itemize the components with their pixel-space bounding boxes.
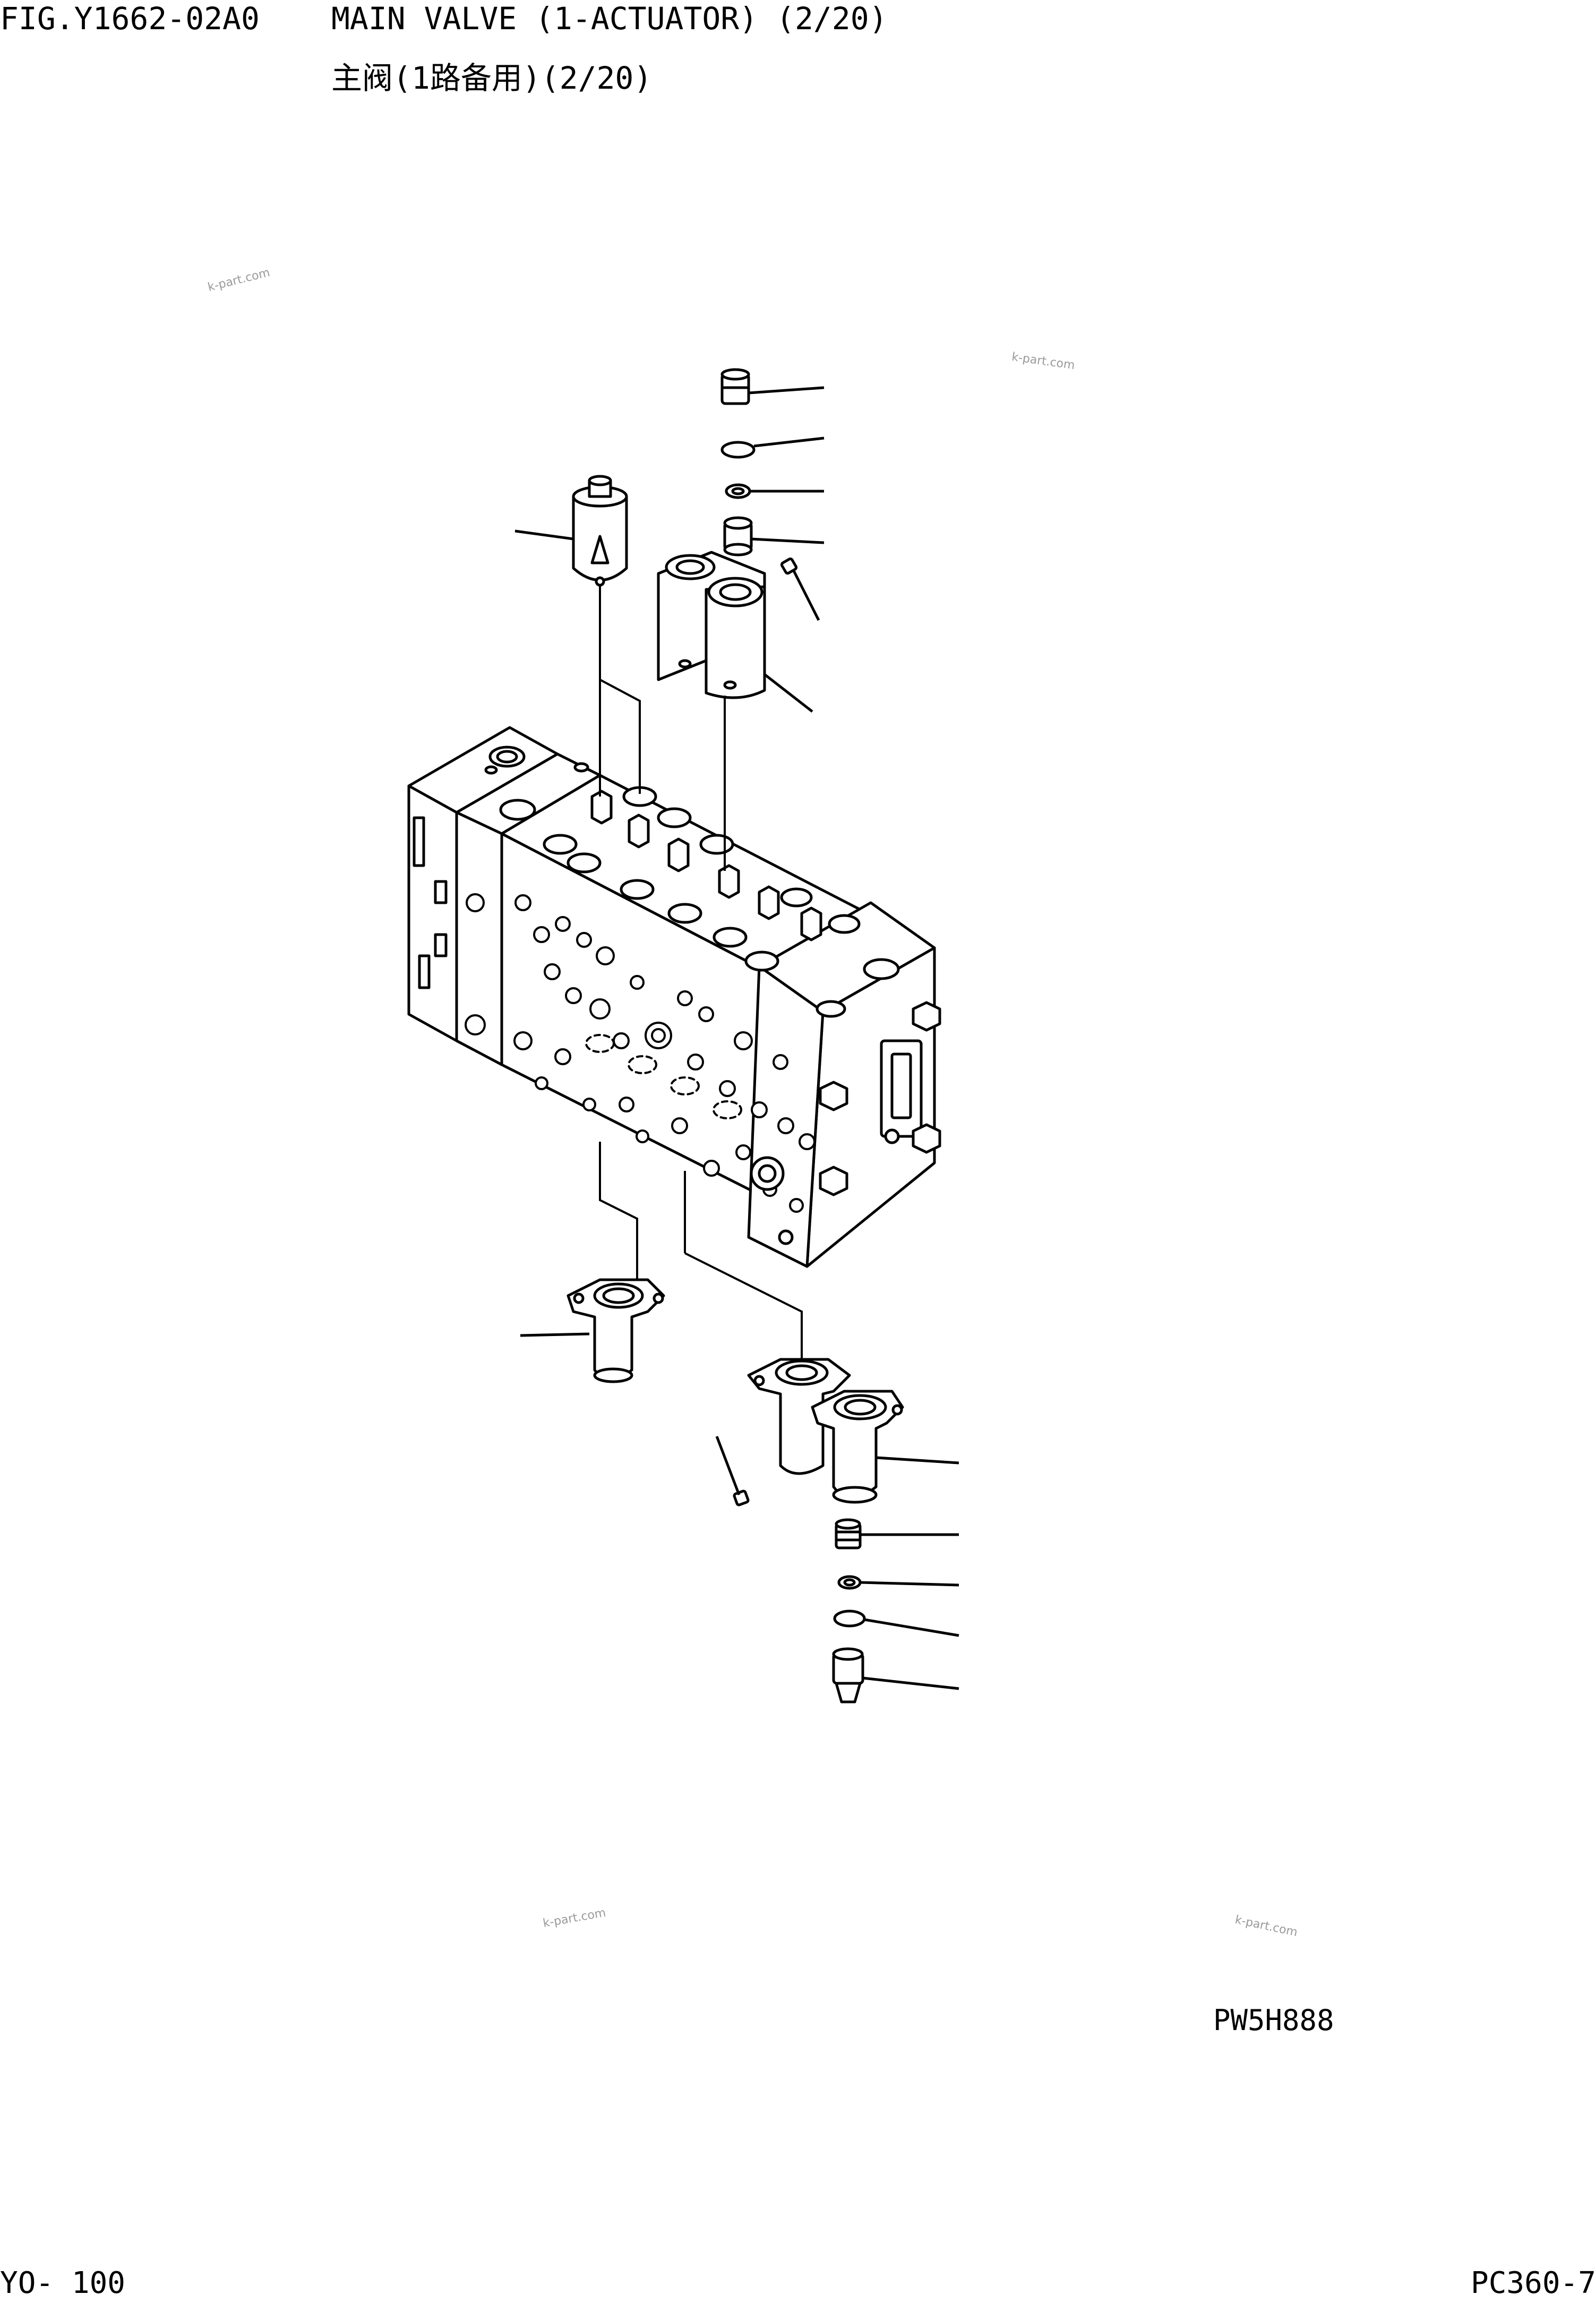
- machine-model: PC360-7: [1471, 2266, 1596, 2300]
- lower-fitting: [834, 1649, 863, 1702]
- end-cap-bolts: [751, 1003, 940, 1244]
- dashed-port-rings: [586, 1035, 741, 1118]
- lower-left-flange: [568, 1280, 664, 1382]
- upper-backup-ring: [726, 485, 750, 498]
- title-chinese: 主阀(1路备用)(2/20): [331, 60, 653, 96]
- lower-right-valve: [749, 1359, 903, 1502]
- upper-small-bolt: [781, 558, 797, 574]
- illustration-code: PW5H888: [1213, 2004, 1334, 2037]
- upper-left-valve: [573, 476, 627, 585]
- upper-fitting: [725, 518, 751, 555]
- lower-o-ring: [835, 1611, 864, 1626]
- leader-lines: [515, 388, 959, 1689]
- upper-right-valve: [658, 552, 765, 698]
- upper-plug: [722, 370, 749, 404]
- top-ports: [486, 747, 898, 1016]
- pilot-fittings: [592, 791, 821, 940]
- upper-o-ring: [722, 442, 754, 457]
- figure-number: FIG.Y1662-02A0: [0, 1, 260, 37]
- lower-backup-ring: [839, 1577, 860, 1588]
- lower-small-bolt: [734, 1491, 749, 1505]
- title-english: MAIN VALVE (1-ACTUATOR) (2/20): [331, 1, 888, 37]
- front-face-holes: [466, 894, 814, 1212]
- page-number: YO- 100: [0, 2266, 126, 2300]
- assembly-lines: [600, 585, 802, 1359]
- lower-plug: [836, 1520, 860, 1548]
